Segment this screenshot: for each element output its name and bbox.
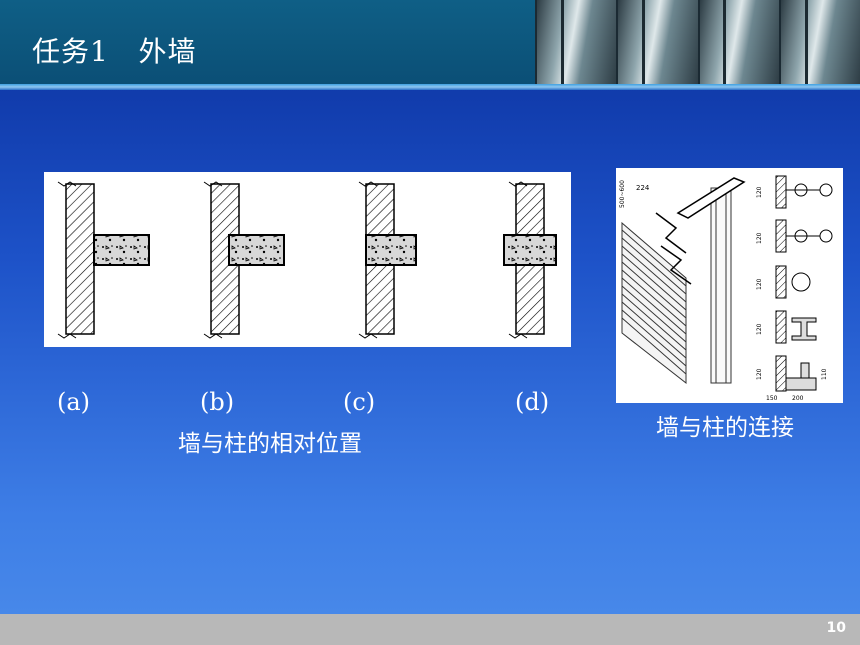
dim-label: 120 (756, 368, 763, 380)
connection-drawing: 224 500~600 120 120 120 120 120 150 200 … (619, 175, 833, 402)
detail-b (203, 181, 285, 339)
wall-column-connection-figure: 224 500~600 120 120 120 120 120 150 200 … (616, 168, 843, 403)
label-c: (c) (343, 388, 376, 416)
label-a: (a) (57, 388, 91, 416)
connection-details (775, 175, 833, 392)
wall-column-drawing (57, 181, 557, 339)
dim-label: 150 (766, 395, 778, 402)
dim-label: 120 (756, 186, 763, 198)
dim-label: 120 (756, 278, 763, 290)
page-number: 10 (826, 620, 846, 636)
brick-wall-perspective (621, 177, 746, 385)
banner-pane (778, 0, 860, 84)
banner-pane (616, 0, 698, 84)
banner-pane (697, 0, 779, 84)
detail-a (57, 181, 150, 339)
caption-connection: 墙与柱的连接 (656, 415, 794, 441)
dim-label: 120 (756, 323, 763, 335)
dim-label: 200 (792, 395, 804, 402)
wall-column-position-figure (44, 172, 571, 347)
header-divider (0, 84, 860, 90)
footer-bar (0, 614, 860, 645)
label-b: (b) (200, 388, 235, 416)
banner-pane (535, 0, 617, 84)
dim-label: 110 (821, 368, 828, 380)
dim-label: 120 (756, 232, 763, 244)
detail-c (358, 181, 417, 339)
header-banner-image (535, 0, 860, 84)
detail-d (503, 181, 557, 339)
dim-label: 500~600 (619, 180, 626, 208)
dim-label: 224 (636, 184, 650, 192)
slide-title: 任务1 外墙 (32, 35, 197, 68)
caption-position: 墙与柱的相对位置 (178, 431, 362, 457)
label-d: (d) (515, 388, 550, 416)
